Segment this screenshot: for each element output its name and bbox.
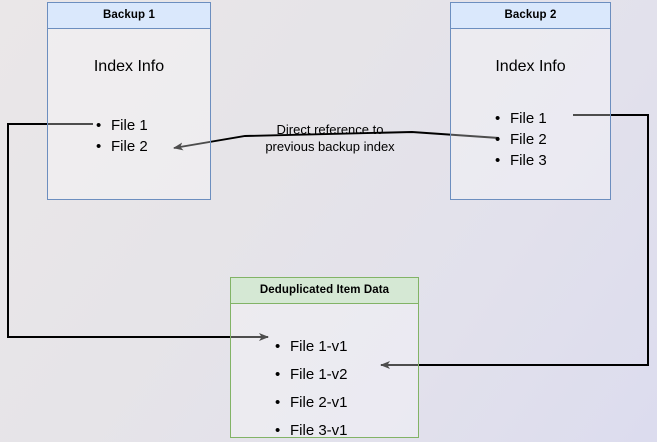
backup-1-index-info-label: Index Info	[93, 58, 165, 75]
list-item: File 1-v2	[275, 361, 348, 389]
list-item: File 2-v1	[275, 389, 348, 417]
list-item: File 1	[495, 108, 547, 129]
edge-backup1-to-dedup	[7, 123, 269, 341]
node-backup-2[interactable]: Backup 2 Index Info File 1 File 2 File 3	[450, 2, 611, 200]
node-backup-1[interactable]: Backup 1 Index Info File 1 File 2	[47, 2, 211, 200]
edge-label-line-2: previous backup index	[265, 139, 395, 154]
backup-2-index-info-label: Index Info	[495, 58, 566, 75]
node-dedup-body: File 1-v1 File 1-v2 File 2-v1 File 3-v1	[231, 304, 418, 445]
node-backup-2-body: Index Info File 1 File 2 File 3	[451, 29, 610, 199]
list-item: File 1	[96, 115, 148, 136]
backup-2-file-list: File 1 File 2 File 3	[495, 108, 547, 171]
node-backup-1-body: Index Info File 1 File 2	[48, 29, 210, 199]
node-backup-1-header: Backup 1	[48, 3, 210, 29]
node-backup-2-header: Backup 2	[451, 3, 610, 29]
node-deduplicated-item-data[interactable]: Deduplicated Item Data File 1-v1 File 1-…	[230, 277, 419, 445]
edge-backup2-to-backup1	[173, 131, 500, 151]
backup-1-file-list: File 1 File 2	[96, 115, 148, 157]
list-item: File 3	[495, 150, 547, 171]
node-dedup-header: Deduplicated Item Data	[231, 278, 418, 304]
list-item: File 2	[495, 129, 547, 150]
list-item: File 2	[96, 136, 148, 157]
list-item: File 3-v1	[275, 417, 348, 445]
list-item: File 1-v1	[275, 333, 348, 361]
edge-label-line-1: Direct reference to	[276, 122, 384, 137]
edge-label-direct-reference: Direct reference to previous backup inde…	[250, 121, 410, 155]
dedup-file-list: File 1-v1 File 1-v2 File 2-v1 File 3-v1	[275, 333, 348, 445]
